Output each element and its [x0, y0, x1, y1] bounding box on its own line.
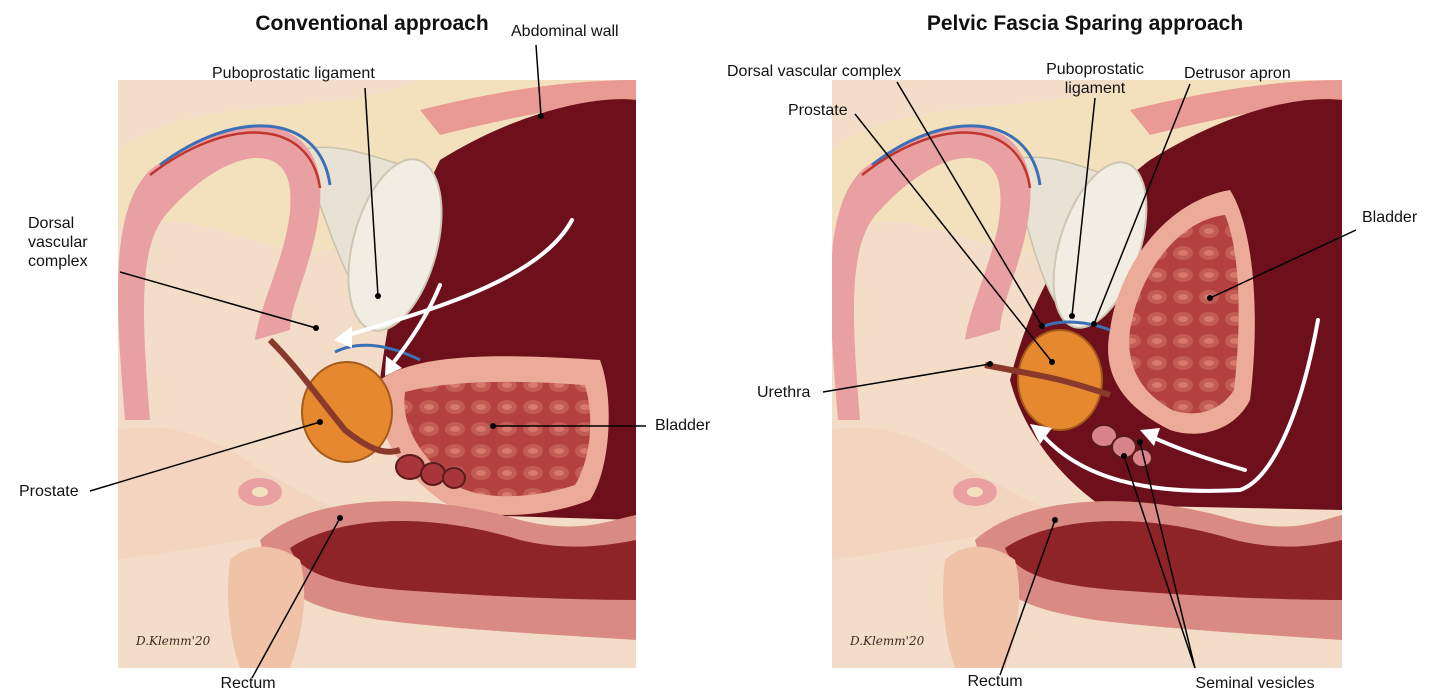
right-anatomy-illustration — [831, 80, 1342, 668]
right-label-bladder: Bladder — [1362, 208, 1417, 227]
right-label-urethra: Urethra — [757, 383, 810, 402]
right-label-prostate: Prostate — [788, 101, 848, 120]
left-label-bladder: Bladder — [655, 416, 710, 435]
left-label-abdominal-wall: Abdominal wall — [511, 22, 619, 41]
left-label-prostate: Prostate — [19, 482, 79, 501]
right-label-puboprostatic-ligament: Puboprostatic ligament — [1046, 60, 1144, 98]
left-sphincter-muscle — [238, 478, 282, 506]
right-label-detrusor-apron: Detrusor apron — [1184, 64, 1291, 83]
left-anal-canal — [228, 547, 304, 668]
right-signature: D.Klemm'20 — [850, 634, 924, 648]
left-label-rectum: Rectum — [220, 674, 275, 693]
left-anatomy-illustration — [118, 80, 636, 668]
right-label-rectum: Rectum — [967, 672, 1022, 691]
left-signature: D.Klemm'20 — [136, 634, 210, 648]
left-label-puboprostatic-ligament: Puboprostatic ligament — [212, 64, 375, 83]
right-sphincter-muscle — [953, 478, 997, 506]
left-label-dorsal-vascular-complex: Dorsal vascular complex — [28, 214, 88, 271]
right-label-dorsal-vascular-complex: Dorsal vascular complex — [727, 62, 901, 81]
right-label-seminal-vesicles: Seminal vesicles — [1195, 674, 1314, 693]
right-anal-canal — [943, 547, 1019, 668]
